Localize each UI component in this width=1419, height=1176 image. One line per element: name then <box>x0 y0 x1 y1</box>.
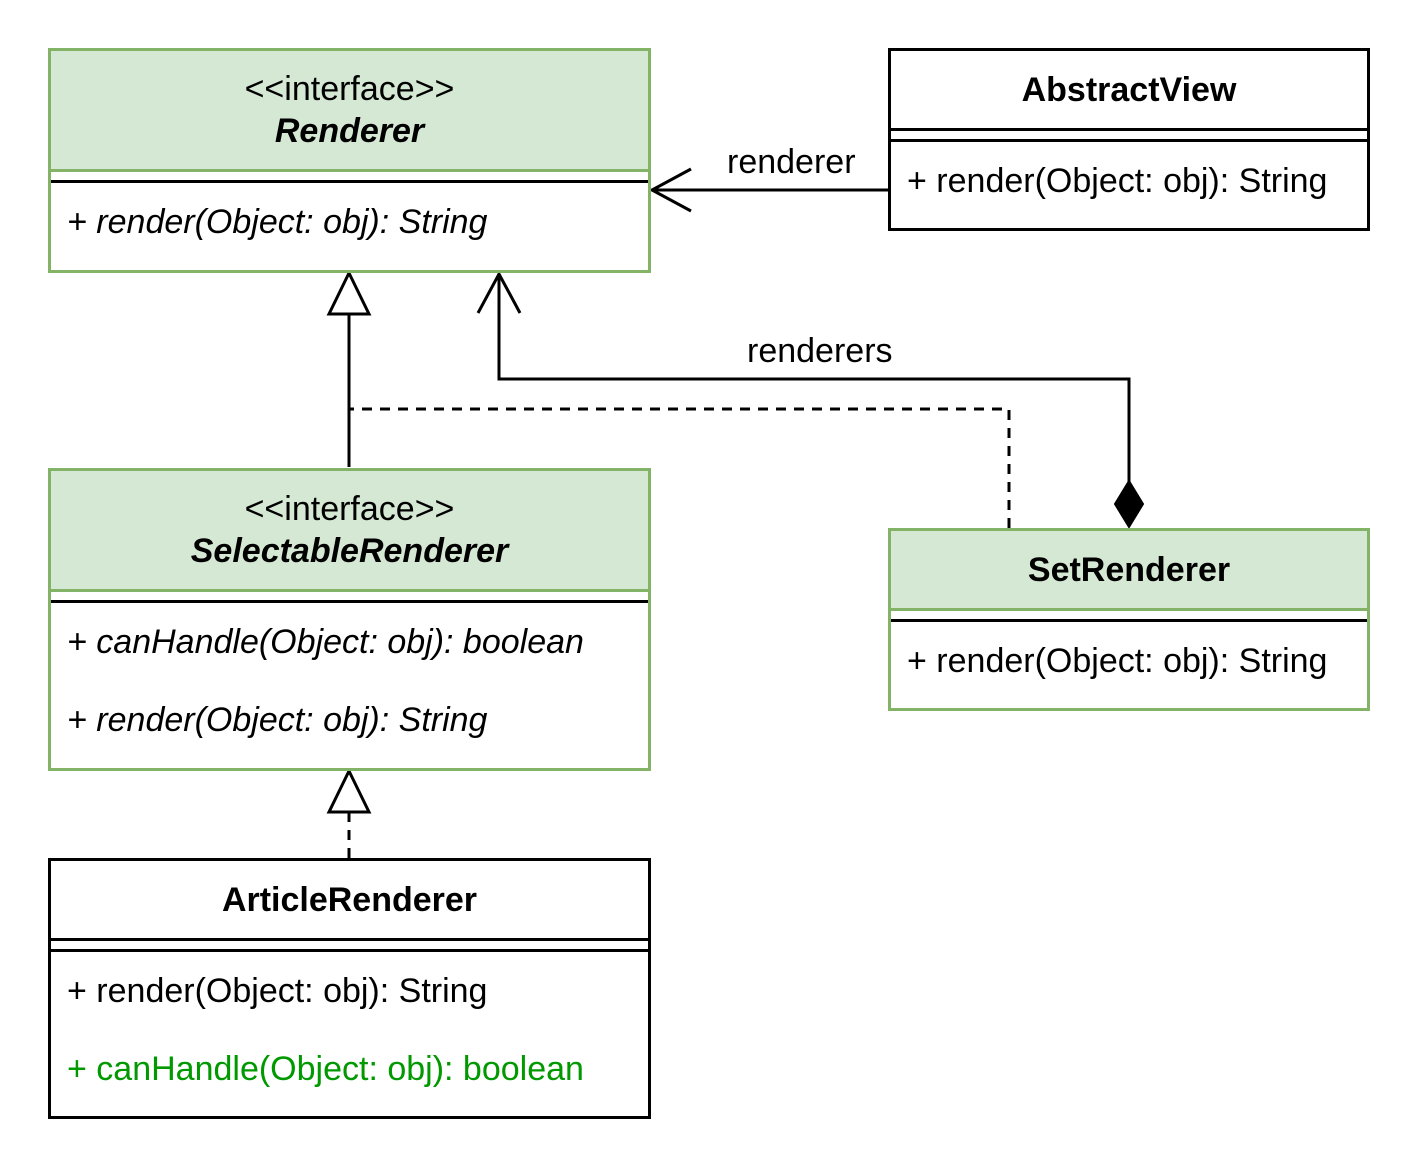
class-members: + render(Object: obj): String <box>891 142 1367 220</box>
composition-setrenderer-renderers[interactable] <box>476 270 1145 529</box>
compartment-separator <box>51 941 648 952</box>
class-members: + render(Object: obj): String <box>51 183 648 261</box>
stereotype-label: <<interface>> <box>244 70 455 108</box>
method-render: + render(Object: obj): String <box>67 972 488 1010</box>
class-name: Renderer <box>274 112 425 150</box>
class-renderer-header: <<interface>> Renderer <box>51 51 648 172</box>
compartment-separator <box>51 172 648 183</box>
stereotype-label: <<interface>> <box>244 490 455 528</box>
compartment-separator <box>51 592 648 603</box>
method-render: + render(Object: obj): String <box>67 203 488 241</box>
method-render: + render(Object: obj): String <box>67 701 488 739</box>
class-articlerenderer[interactable]: ArticleRenderer + render(Object: obj): S… <box>48 858 651 1119</box>
compartment-separator <box>891 131 1367 142</box>
class-abstractview[interactable]: AbstractView + render(Object: obj): Stri… <box>888 48 1370 231</box>
method-canhandle: + canHandle(Object: obj): boolean <box>67 1050 584 1088</box>
class-renderer[interactable]: <<interface>> Renderer + render(Object: … <box>48 48 651 273</box>
edge-label-renderer: renderer <box>727 142 856 182</box>
class-name: SetRenderer <box>1027 550 1231 589</box>
class-members: + render(Object: obj): String + canHandl… <box>51 952 648 1108</box>
class-setrenderer-header: SetRenderer <box>891 531 1367 611</box>
realization-setrenderer-renderer[interactable] <box>347 316 1011 528</box>
compartment-separator <box>891 611 1367 622</box>
method-render: + render(Object: obj): String <box>907 642 1328 680</box>
class-members: + canHandle(Object: obj): boolean + rend… <box>51 603 648 759</box>
association-abstractview-renderer[interactable] <box>648 167 889 213</box>
method-render: + render(Object: obj): String <box>907 162 1328 200</box>
class-selectablerenderer[interactable]: <<interface>> SelectableRenderer + canHa… <box>48 468 651 771</box>
method-canhandle: + canHandle(Object: obj): boolean <box>67 623 584 661</box>
realization-articlerenderer-selectable[interactable] <box>326 767 372 858</box>
class-members: + render(Object: obj): String <box>891 622 1367 700</box>
class-name: SelectableRenderer <box>190 532 509 570</box>
class-articlerenderer-header: ArticleRenderer <box>51 861 648 941</box>
class-selectablerenderer-header: <<interface>> SelectableRenderer <box>51 471 648 592</box>
class-abstractview-header: AbstractView <box>891 51 1367 131</box>
class-setrenderer[interactable]: SetRenderer + render(Object: obj): Strin… <box>888 528 1370 711</box>
class-name: ArticleRenderer <box>221 880 478 919</box>
edge-label-renderers: renderers <box>747 331 893 371</box>
class-name: AbstractView <box>1021 70 1237 109</box>
